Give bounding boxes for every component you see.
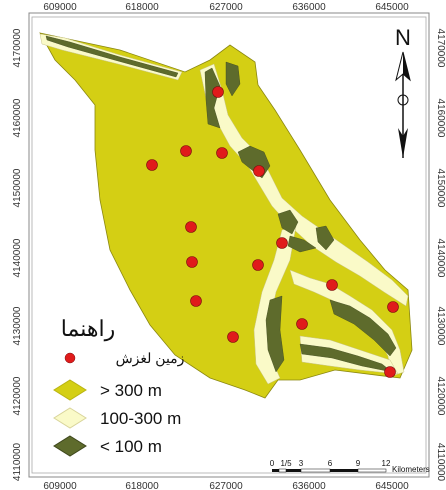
legend-label-mid: 100-300 m xyxy=(100,409,181,428)
landslide-point xyxy=(190,295,202,307)
landslide-point xyxy=(384,366,396,378)
y-axis-right: 4170000 4160000 4150000 4140000 4130000 … xyxy=(435,29,446,482)
north-arrow: N xyxy=(395,25,411,158)
y-tick-label: 4120000 xyxy=(12,376,23,415)
x-tick-label: 618000 xyxy=(125,481,159,490)
study-area-high-elevation xyxy=(39,32,413,399)
landslide-point xyxy=(216,147,228,159)
y-tick-label: 4150000 xyxy=(435,169,446,208)
scale-label: 1/5 xyxy=(280,459,292,468)
x-tick-label: 609000 xyxy=(43,2,77,13)
landslide-point xyxy=(276,237,288,249)
legend-label-landslide: زمین لغزش xyxy=(116,350,185,367)
landslide-point xyxy=(253,165,265,177)
legend-title: راهنما xyxy=(61,316,115,342)
landslide-point xyxy=(326,279,338,291)
landslide-point xyxy=(185,221,197,233)
x-tick-label: 645000 xyxy=(375,481,409,490)
y-tick-label: 4110000 xyxy=(435,443,446,482)
landslide-point xyxy=(252,259,264,271)
x-tick-label: 636000 xyxy=(292,2,326,13)
north-arrow-fill-icon xyxy=(403,52,410,80)
scale-label: 3 xyxy=(299,459,304,468)
y-tick-label: 4170000 xyxy=(12,28,23,67)
diamond-icon xyxy=(53,435,87,457)
scale-segment xyxy=(278,468,287,473)
north-arrow-tail-icon xyxy=(398,128,408,158)
y-tick-label: 4150000 xyxy=(12,168,23,207)
low-elevation-zones xyxy=(45,35,397,373)
scale-segment xyxy=(300,468,331,473)
y-tick-label: 4130000 xyxy=(12,306,23,345)
x-tick-label: 636000 xyxy=(292,481,326,490)
y-tick-label: 4170000 xyxy=(435,29,446,68)
scale-bar: 0 1/5 3 6 9 12 Kilometers xyxy=(270,459,430,474)
scale-label: 9 xyxy=(356,459,361,468)
y-tick-label: 4160000 xyxy=(435,99,446,138)
legend-label-high: > 300 m xyxy=(100,381,162,400)
landslide-point xyxy=(186,256,198,268)
x-axis-top: 609000 618000 627000 636000 645000 xyxy=(43,2,409,13)
y-tick-label: 4120000 xyxy=(435,377,446,416)
landslide-point xyxy=(146,159,158,171)
y-tick-label: 4140000 xyxy=(12,238,23,277)
x-tick-label: 645000 xyxy=(375,2,409,13)
scale-unit: Kilometers xyxy=(392,465,430,474)
x-tick-label: 618000 xyxy=(125,2,159,13)
scale-bar-labels: 0 1/5 3 6 9 12 xyxy=(270,459,391,468)
landslide-point xyxy=(227,331,239,343)
north-label: N xyxy=(395,25,411,50)
diamond-icon xyxy=(53,379,87,401)
diamond-icon xyxy=(53,407,87,429)
scale-segment xyxy=(357,468,387,473)
scale-label: 12 xyxy=(382,459,391,468)
landslide-points xyxy=(146,86,399,378)
landslide-point xyxy=(180,145,192,157)
x-tick-label: 627000 xyxy=(209,2,243,13)
legend-label-low: < 100 m xyxy=(100,437,162,456)
landslide-point xyxy=(212,86,224,98)
y-tick-label: 4110000 xyxy=(12,442,23,481)
red-dot-icon xyxy=(64,352,76,364)
x-axis-bottom: 609000 618000 627000 636000 645000 xyxy=(43,481,409,490)
y-tick-label: 4140000 xyxy=(435,239,446,278)
y-tick-label: 4130000 xyxy=(435,307,446,346)
x-tick-label: 609000 xyxy=(43,481,77,490)
scale-label: 6 xyxy=(328,459,333,468)
x-tick-label: 627000 xyxy=(209,481,243,490)
landslide-point xyxy=(387,301,399,313)
y-axis-left: 4170000 4160000 4150000 4140000 4130000 … xyxy=(12,28,23,481)
scale-segment xyxy=(272,469,279,472)
scale-label: 0 xyxy=(270,459,275,468)
landslide-point xyxy=(296,318,308,330)
legend: راهنما زمین لغزش > 300 m 100-300 m < 100… xyxy=(53,316,185,457)
scale-segment xyxy=(330,469,358,472)
scale-segment xyxy=(286,469,301,472)
y-tick-label: 4160000 xyxy=(12,98,23,137)
